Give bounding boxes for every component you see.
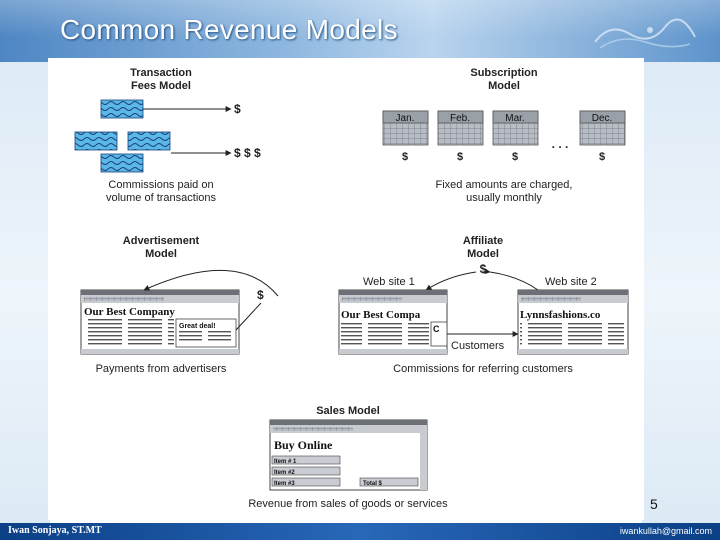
subscription-title-line1: Subscription xyxy=(470,67,538,79)
affiliate-site2-window: Lynnsfashions.co xyxy=(517,289,629,355)
subscription-ellipsis: . . . xyxy=(552,137,569,151)
advertiser-site-name: Our Best Company xyxy=(84,306,175,318)
transaction-title-line1: Transaction xyxy=(130,67,192,79)
background-left-band xyxy=(0,0,50,540)
affiliate-title-line2: Model xyxy=(467,248,499,260)
subscription-price: $ xyxy=(402,151,408,163)
advertisement-payment-arrow xyxy=(143,269,279,297)
sales-total-box xyxy=(359,477,419,487)
transaction-multi-price: $ $ $ xyxy=(234,146,261,160)
subscription-caption-line1: Fixed amounts are charged, xyxy=(436,179,573,191)
sales-item-row xyxy=(271,455,341,465)
advertisement-link-line xyxy=(235,302,262,331)
footer-email: iwankullah@gmail.com xyxy=(619,526,712,536)
sales-item-row xyxy=(271,466,341,476)
transaction-box-group xyxy=(74,131,171,173)
affiliate-customers-label: Customers xyxy=(451,340,505,352)
calendar-mar: Mar. xyxy=(492,110,539,146)
footer-bar: Iwan Sonjaya, ST.MT iwankullah@gmail.com xyxy=(0,523,720,540)
subscription-price: $ xyxy=(599,151,605,163)
affiliate-caption: Commissions for referring customers xyxy=(393,363,573,375)
sales-browser-window: Buy Online Item # 1 Item #2 Item #3 Tota… xyxy=(269,419,428,491)
affiliate-site2-label: Web site 2 xyxy=(545,276,597,288)
affiliate-site1-window: Our Best Compa C xyxy=(338,289,448,355)
affiliate-site2-name: Lynnsfashions.co xyxy=(520,309,601,321)
advertisement-title-line2: Model xyxy=(145,248,177,260)
footer-author: Iwan Sonjaya, ST.MT xyxy=(8,525,102,536)
transaction-title-line2: Fees Model xyxy=(131,80,191,92)
advertisement-section: Advertisement Model Our Best Company Gre… xyxy=(80,235,279,375)
calendar-dec: Dec. xyxy=(579,110,626,146)
affiliate-site1-label: Web site 1 xyxy=(363,276,415,288)
title-banner xyxy=(0,0,720,62)
affiliate-price: $ xyxy=(480,262,487,276)
subscription-caption-line2: usually monthly xyxy=(466,192,542,204)
calendar-month-label: Jan. xyxy=(396,113,415,124)
subscription-section: Subscription Model Jan. Feb. Mar. Dec. .… xyxy=(382,67,626,204)
advertiser-browser-window: Our Best Company Great deal! xyxy=(80,289,240,355)
revenue-models-diagram: Transaction Fees Model $ $ $ $ Commissio… xyxy=(74,67,629,510)
calendar-month-label: Feb. xyxy=(450,113,470,124)
slide-title: Common Revenue Models xyxy=(60,14,398,45)
sales-shop-name: Buy Online xyxy=(274,438,333,452)
transaction-box xyxy=(100,99,144,119)
advertisement-price: $ xyxy=(257,288,264,302)
title-banner-shine xyxy=(0,0,720,62)
subscription-title-line2: Model xyxy=(488,80,520,92)
sales-total-label: Total $ xyxy=(363,481,383,487)
affiliate-title-line1: Affiliate xyxy=(463,235,503,247)
background-right-band xyxy=(642,0,720,540)
calendar-feb: Feb. xyxy=(437,110,484,146)
transaction-caption-line2: volume of transactions xyxy=(106,192,217,204)
calendar-month-label: Mar. xyxy=(505,113,524,124)
sales-item-row xyxy=(271,477,341,487)
sales-item-label: Item #3 xyxy=(274,481,295,487)
calendar-month-label: Dec. xyxy=(592,113,613,124)
advertisement-caption: Payments from advertisers xyxy=(96,363,227,375)
transaction-single-price: $ xyxy=(234,102,241,116)
slide-page-number: 5 xyxy=(650,496,658,512)
transaction-fees-section: Transaction Fees Model $ $ $ $ Commissio… xyxy=(74,67,261,204)
affiliate-arrow-site2 xyxy=(484,268,539,291)
transaction-caption-line1: Commissions paid on xyxy=(108,179,213,191)
advertisement-title-line1: Advertisement xyxy=(123,235,200,247)
ad-text: Great deal! xyxy=(179,323,216,330)
sales-item-label: Item # 1 xyxy=(274,459,297,465)
subscription-price: $ xyxy=(457,151,463,163)
subscription-price: $ xyxy=(512,151,518,163)
affiliate-site1-extra: C xyxy=(433,324,440,334)
sales-title: Sales Model xyxy=(316,405,380,417)
calendar-jan: Jan. xyxy=(382,110,429,146)
sales-section: Sales Model Buy Online Item # 1 Item #2 … xyxy=(248,405,448,510)
sales-caption: Revenue from sales of goods or services xyxy=(248,498,448,510)
affiliate-site1-name: Our Best Compa xyxy=(341,309,421,321)
affiliate-section: Affiliate Model $ Web site 1 Web site 2 … xyxy=(338,235,629,375)
affiliate-arrow-site1 xyxy=(425,271,477,291)
sales-item-label: Item #2 xyxy=(274,470,295,476)
banner-decoration-icon xyxy=(594,18,696,49)
